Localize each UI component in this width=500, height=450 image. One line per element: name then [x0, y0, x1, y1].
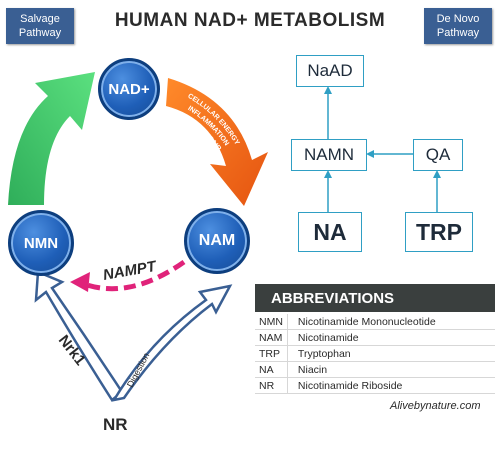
nampt-arrowhead: [70, 272, 90, 292]
qa-box: QA: [413, 139, 463, 171]
nr-to-nam-arrow: [111, 284, 233, 402]
abbr-name: Nicotinamide: [286, 329, 495, 346]
namn-arrowhead-from-na: [324, 170, 332, 178]
na-box: NA: [298, 212, 362, 252]
naad-arrowhead: [324, 86, 332, 94]
qa-arrowhead: [433, 170, 441, 178]
digestion-label: Digestion: [125, 351, 151, 389]
table-row: NR Nicotinamide Riboside: [255, 377, 495, 394]
table-row: NA Niacin: [255, 361, 495, 378]
salvage-pathway-badge: Salvage Pathway: [6, 8, 74, 44]
nad-node: NAD+: [98, 58, 160, 120]
namn-box: NAMN: [291, 139, 367, 171]
abbr-code: TRP: [255, 345, 288, 362]
namn-arrowhead-from-qa: [366, 150, 374, 158]
table-row: NAM Nicotinamide: [255, 329, 495, 346]
nmn-node: NMN: [8, 210, 74, 276]
de-novo-pathway-badge: De Novo Pathway: [424, 8, 492, 44]
nampt-dashed-arrow: [83, 259, 186, 292]
page-title: HUMAN NAD+ METABOLISM: [114, 10, 386, 31]
abbreviations-table: NMN Nicotinamide Mononucleotide NAM Nico…: [255, 314, 495, 394]
abbr-name: Tryptophan: [286, 345, 495, 362]
green-arrow-nmn-to-nad: [8, 72, 95, 205]
abbr-code: NA: [255, 361, 288, 378]
table-row: NMN Nicotinamide Mononucleotide: [255, 314, 495, 330]
abbr-code: NMN: [255, 314, 288, 330]
abbr-name: Niacin: [286, 361, 495, 378]
nam-node: NAM: [184, 208, 250, 274]
orange-arrow-nad-to-nam: [166, 78, 268, 206]
table-row: TRP Tryptophan: [255, 345, 495, 362]
trp-box: TRP: [405, 212, 473, 252]
abbr-code: NR: [255, 377, 288, 394]
abbreviations-header: ABBREVIATIONS: [255, 284, 495, 312]
naad-box: NaAD: [296, 55, 364, 87]
abbr-code: NAM: [255, 329, 288, 346]
source-credit: Alivebynature.com: [390, 400, 481, 412]
abbr-name: Nicotinamide Riboside: [286, 377, 495, 394]
abbr-name: Nicotinamide Mononucleotide: [286, 314, 495, 330]
nr-to-nmn-arrow: [34, 270, 124, 402]
nr-label: NR: [103, 415, 128, 434]
